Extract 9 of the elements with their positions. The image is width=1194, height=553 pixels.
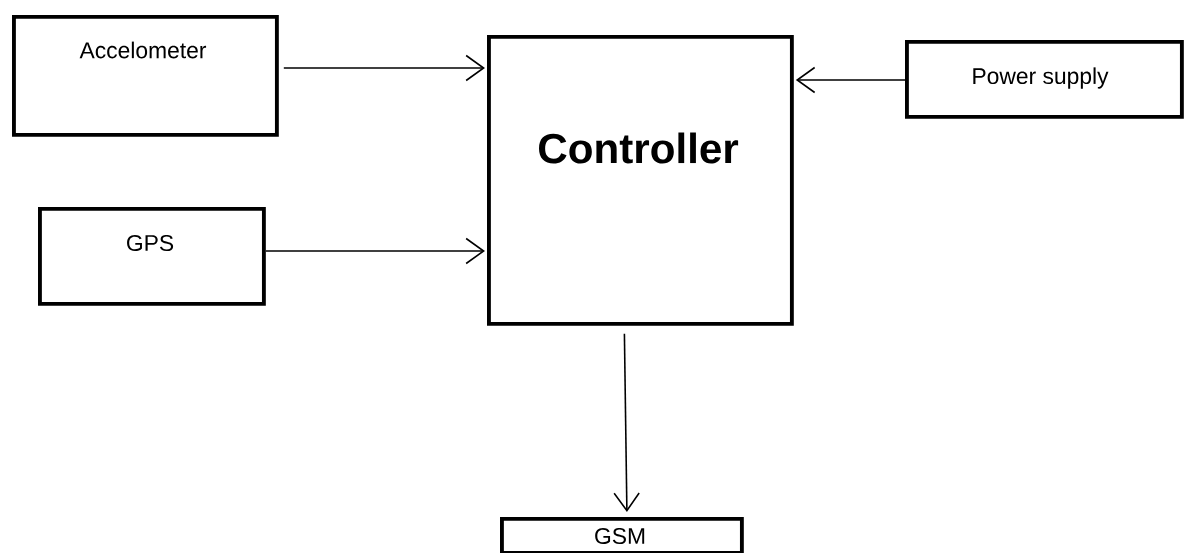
arrow bbox=[795, 66, 906, 94]
arrow bbox=[265, 237, 485, 265]
arrow bbox=[613, 333, 640, 512]
process-box: GSM bbox=[500, 517, 744, 553]
arrow bbox=[283, 54, 485, 82]
process-box: GPS bbox=[38, 207, 266, 306]
process-box: Accelometer bbox=[12, 15, 279, 137]
process-box: Controller bbox=[487, 35, 794, 326]
process-box: Power supply bbox=[905, 40, 1184, 119]
